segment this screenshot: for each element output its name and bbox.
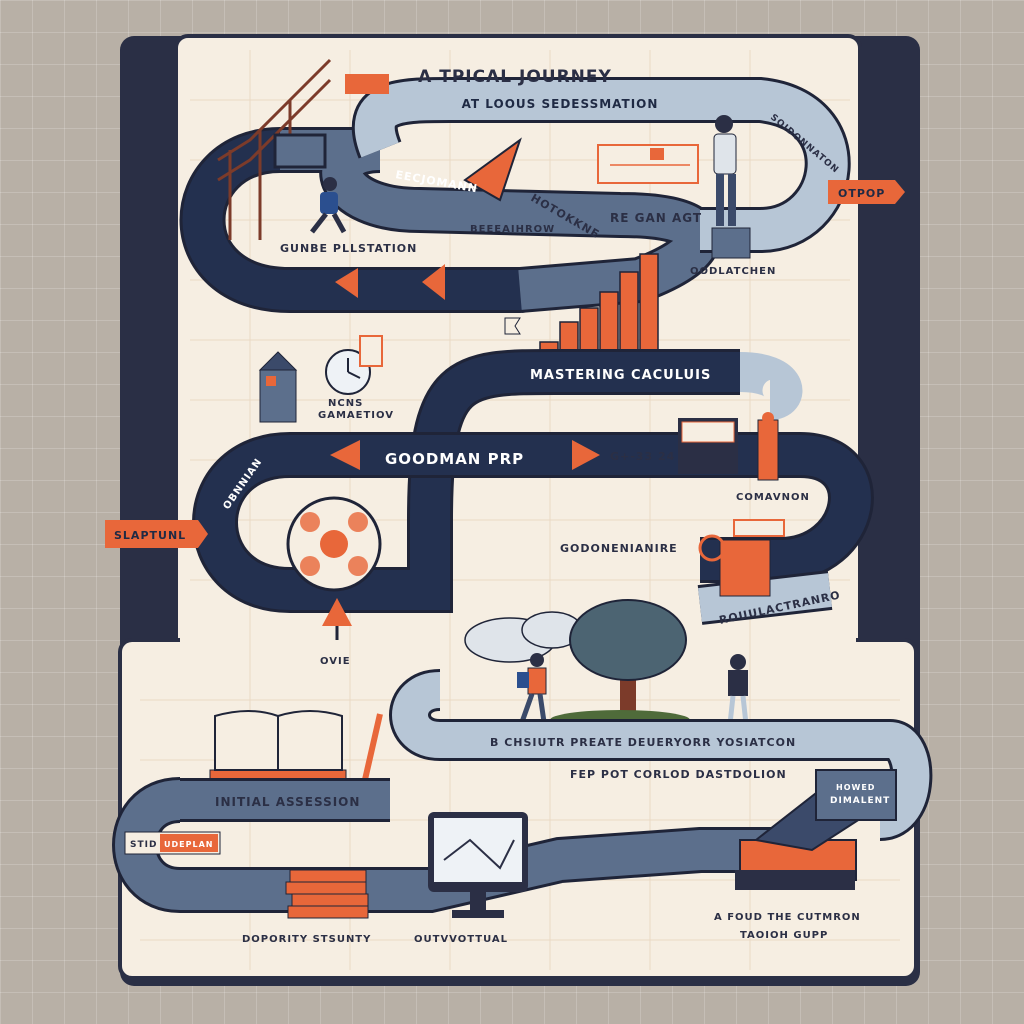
fep-label: FEP POT CORLOD DASTDOLION bbox=[570, 768, 787, 781]
growth-bars-icon bbox=[539, 253, 659, 357]
top-left-tag bbox=[345, 74, 389, 94]
road-lower bbox=[389, 669, 933, 841]
monitor-icon bbox=[428, 812, 528, 918]
start-tag-label-2: UDEPLAN bbox=[164, 840, 213, 849]
clock-label-top: NCNS bbox=[328, 398, 363, 409]
start-tag[interactable]: STID UDEPLAN bbox=[124, 831, 221, 855]
walking-student-icon bbox=[310, 177, 347, 234]
laptop-tag-label-2: DIMALENT bbox=[830, 796, 890, 806]
laptop-tag-label-1: HOWED bbox=[836, 783, 875, 792]
initial-assessment-label: INITIAL ASSESSION bbox=[215, 795, 360, 809]
open-book-icon bbox=[209, 710, 347, 785]
ovie-label: OVIE bbox=[320, 656, 351, 667]
pennant-icon bbox=[463, 137, 522, 202]
godon-label: GODONENIANIRE bbox=[560, 542, 678, 555]
book-stack-icon bbox=[285, 869, 369, 919]
exit-tag-label: OTPOP bbox=[838, 187, 885, 200]
final-label-2: TAOIOH GUPP bbox=[740, 930, 828, 941]
staircase-icon bbox=[217, 58, 332, 240]
slaptunl-tag[interactable]: SLAPTUNL bbox=[105, 520, 208, 548]
comavnon-label: COMAVNON bbox=[736, 492, 810, 503]
road-top-subtitle: AT LOOUS SEDESSMATION bbox=[462, 97, 659, 111]
clock-label-bottom: GAMAETIOV bbox=[318, 410, 394, 421]
equation-board-icon bbox=[597, 144, 699, 184]
outvottual-label: OUTVVOTTUAL bbox=[414, 934, 508, 945]
calendar-icon bbox=[678, 418, 738, 474]
standing-student-icon bbox=[711, 115, 751, 259]
road-top-mid-label: BEEEAIHROW bbox=[470, 224, 555, 235]
road-top-arrows bbox=[335, 264, 445, 300]
cloud-icon bbox=[464, 611, 583, 663]
road-top-station-label: GUNBE PLLSTATION bbox=[280, 242, 417, 255]
arrow-left-icon bbox=[422, 264, 445, 300]
student-backpack-icon bbox=[517, 653, 547, 723]
arrow-right-icon bbox=[572, 440, 600, 470]
pen-icon bbox=[361, 713, 383, 785]
road-top-right2-label: RE GAN AGT bbox=[610, 211, 702, 225]
mind-circle-icon bbox=[286, 496, 382, 592]
laptop-icon bbox=[735, 769, 897, 890]
exit-tag[interactable]: OTPOP bbox=[828, 180, 905, 204]
start-tag-label: STID bbox=[130, 840, 157, 850]
arrow-up-icon bbox=[322, 598, 352, 626]
arrow-left-icon bbox=[330, 440, 360, 470]
lamp-icon bbox=[757, 412, 779, 481]
page-title: A TPICAL JOURNEY bbox=[418, 67, 612, 87]
slaptunl-tag-label: SLAPTUNL bbox=[114, 529, 186, 542]
mastering-label: MASTERING CACULUIS bbox=[530, 368, 711, 383]
clock-icon bbox=[325, 335, 383, 395]
road-top bbox=[179, 77, 851, 313]
road-top-below-right-label: OODLATCHEN bbox=[690, 266, 776, 277]
flag-icon bbox=[504, 317, 521, 335]
desk-items-icon bbox=[698, 519, 785, 597]
goodman-label: GOODMAN PRP bbox=[385, 450, 524, 468]
highway-label: B CHSIUTR PREATE DEUERYORR YOSIATCON bbox=[490, 736, 796, 749]
final-label-1: A FOUD THE CUTMRON bbox=[714, 912, 861, 923]
arrow-left-icon bbox=[335, 268, 358, 298]
code-label: G+-33 24 bbox=[610, 450, 675, 463]
dopority-label: DOPORITY STSUNTY bbox=[242, 934, 371, 945]
house-icon bbox=[258, 351, 298, 423]
road-middle bbox=[192, 348, 874, 625]
